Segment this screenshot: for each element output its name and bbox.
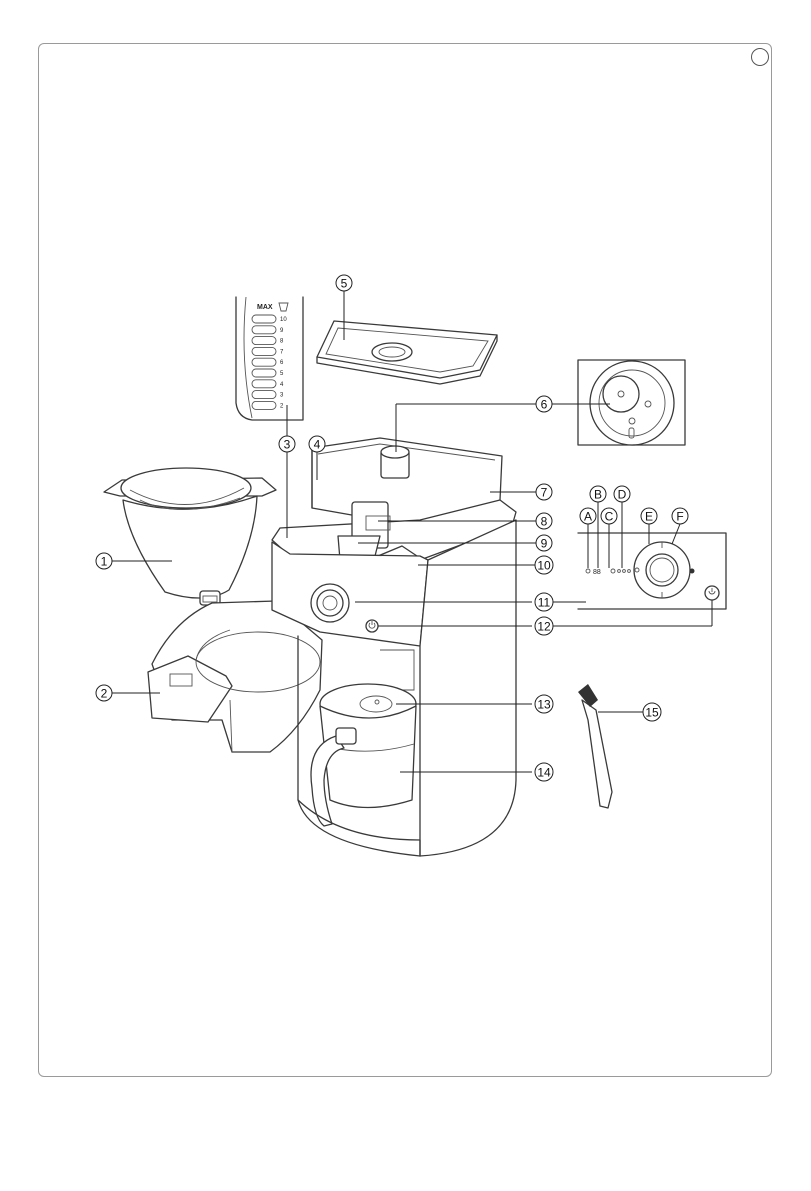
callout-label: E (645, 510, 653, 524)
callout-label: 12 (537, 620, 551, 634)
scale-mark-label: 10 (280, 317, 287, 323)
callout-label: 2 (101, 687, 108, 701)
callout-12: 12 (535, 617, 553, 635)
scale-mark-label: 7 (280, 349, 284, 355)
callout-label: 13 (537, 698, 551, 712)
callout-14: 14 (535, 763, 553, 781)
knob-closeup-inset (578, 360, 685, 445)
callout-label: 10 (537, 559, 551, 573)
panel-callout-a: A (580, 508, 596, 524)
callout-10: 10 (535, 556, 553, 574)
panel-callout-b: B (590, 486, 606, 502)
scale-mark-shape (252, 326, 276, 334)
callout-7: 7 (536, 484, 552, 500)
callout-label: 9 (541, 537, 548, 551)
callout-6: 6 (536, 396, 552, 412)
filter-basket-holder (148, 601, 322, 752)
scale-mark-shape (252, 347, 276, 355)
scale-mark-label: 5 (280, 371, 284, 377)
panel-callout-c: C (601, 508, 617, 524)
strength-icon (623, 570, 626, 573)
scale-mark-label: 9 (280, 328, 284, 334)
panel-display: 88 (593, 569, 601, 576)
panel-callout-f: F (672, 508, 688, 524)
scale-mark-label: 4 (280, 382, 284, 388)
callout-2: 2 (96, 685, 112, 701)
callout-label: 1 (101, 555, 108, 569)
callout-label: C (605, 510, 614, 524)
cup-icon (279, 303, 288, 311)
scale-mark-shape (252, 358, 276, 366)
callout-1: 1 (96, 553, 112, 569)
callout-13: 13 (535, 695, 553, 713)
callout-11: 11 (535, 593, 553, 611)
scale-mark-shape (252, 401, 276, 409)
callout-3: 3 (279, 436, 295, 452)
scale-marks: 10 9 8 7 6 5 4 3 2 (252, 315, 287, 409)
callout-9: 9 (536, 535, 552, 551)
scale-mark-shape (252, 369, 276, 377)
callout-4: 4 (309, 436, 325, 452)
callout-8: 8 (536, 513, 552, 529)
callout-label: F (676, 510, 683, 524)
callout-label: B (594, 488, 602, 502)
callout-label: 15 (645, 706, 659, 720)
callout-label: 6 (541, 398, 548, 412)
scale-mark-shape (252, 337, 276, 345)
panel-callout-d: D (614, 486, 630, 502)
panel-callout-e: E (641, 508, 657, 524)
scale-mark-label: 3 (280, 393, 284, 399)
callout-label: A (584, 510, 592, 524)
filter-holder (104, 468, 276, 605)
cleaning-brush (578, 684, 612, 808)
scale-mark-label: 8 (280, 339, 284, 345)
callout-label: 5 (341, 277, 348, 291)
control-panel-inset: 88 (578, 533, 726, 609)
scale-mark-shape (252, 315, 276, 323)
callout-label: 7 (541, 486, 548, 500)
callout-label: D (618, 488, 627, 502)
scale-max-label: MAX (257, 304, 273, 311)
callout-label: 3 (284, 438, 291, 452)
scale-mark-shape (252, 391, 276, 399)
scale-mark-label: 6 (280, 360, 284, 366)
grind-icon (611, 569, 615, 573)
callout-label: 8 (541, 515, 548, 529)
scale-mark-label: 2 (280, 403, 284, 409)
water-level-scale-inset: MAX 10 9 8 7 6 5 4 3 2 (236, 297, 303, 420)
callout-label: 4 (314, 438, 321, 452)
callout-label: 14 (537, 766, 551, 780)
callout-label: 11 (538, 596, 551, 610)
callout-15: 15 (643, 703, 661, 721)
callout-5: 5 (336, 275, 352, 291)
scale-mark-shape (252, 380, 276, 388)
